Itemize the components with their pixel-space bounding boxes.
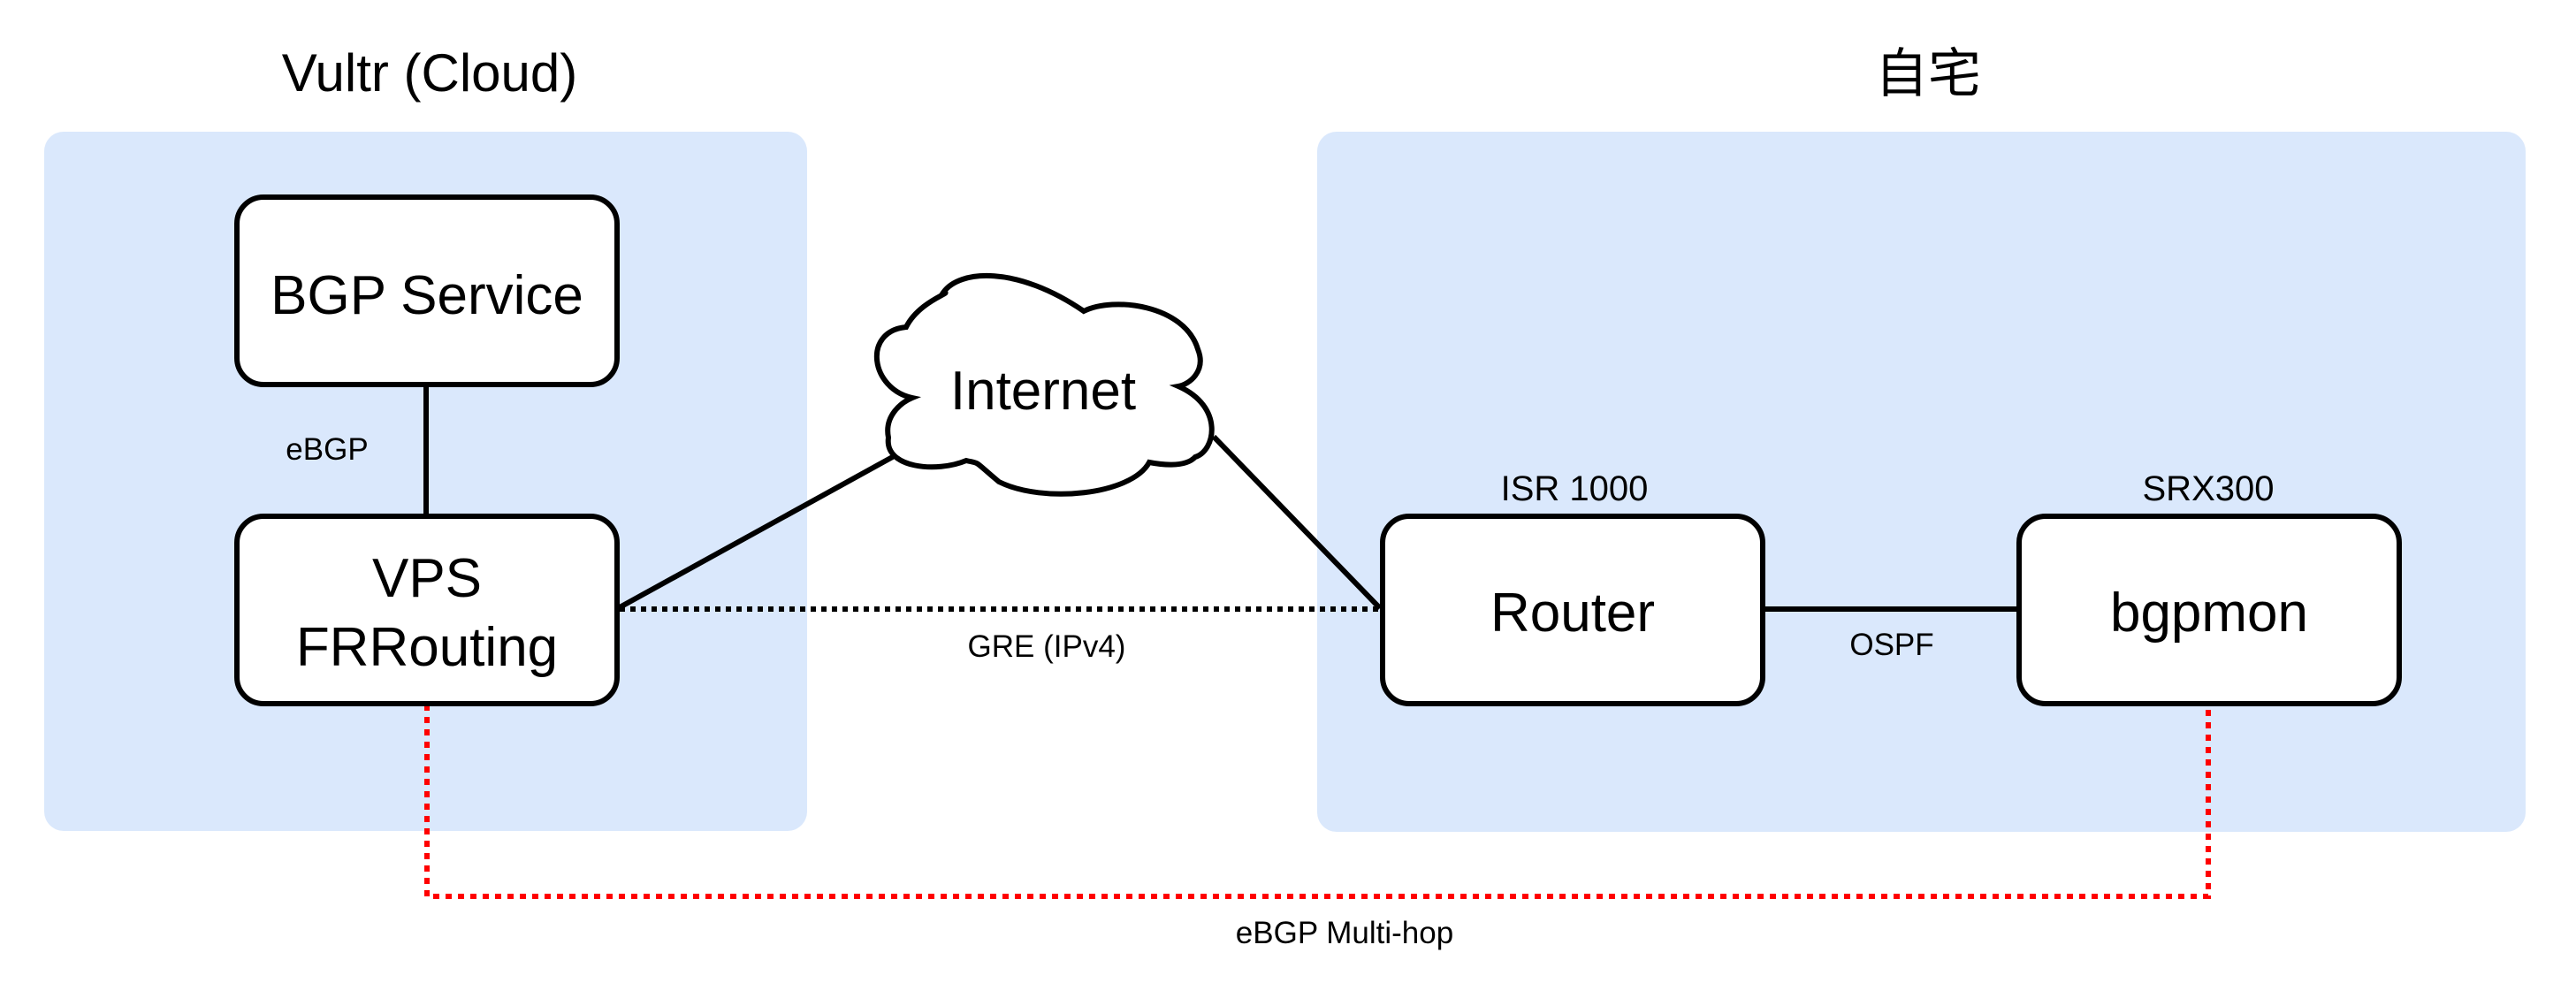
edge-gre-label: GRE (IPv4) (968, 629, 1126, 664)
node-vps-box[interactable] (234, 514, 620, 706)
node-bgpmon[interactable]: SRX300 bgpmon (2016, 469, 2402, 706)
edge-ebgp-multihop-label: eBGP Multi-hop (1236, 916, 1453, 950)
node-router[interactable]: ISR 1000 Router (1380, 469, 1765, 706)
zone-home-title: 自宅 (1875, 44, 1981, 103)
node-router-box[interactable] (1380, 514, 1765, 706)
node-internet-cloud-shape[interactable] (873, 272, 1215, 497)
edge-vps-internet (618, 452, 899, 610)
node-internet[interactable]: Internet (873, 272, 1215, 497)
edge-ebgp-label: eBGP (286, 432, 368, 467)
node-router-caption: ISR 1000 (1501, 469, 1649, 508)
edge-ebgp-multihop (424, 705, 2211, 899)
node-vps-label-line1: VPS (372, 548, 482, 609)
node-bgp-service-box[interactable] (234, 194, 620, 387)
node-bgp-service-label: BGP Service (271, 265, 583, 326)
edge-ospf-label: OSPF (1849, 628, 1933, 662)
zone-cloud-title: Vultr (Cloud) (282, 43, 578, 103)
zone-home-background (1317, 132, 2526, 832)
node-bgpmon-caption: SRX300 (2143, 469, 2275, 508)
node-router-label: Router (1490, 583, 1655, 644)
node-bgpmon-label: bgpmon (2110, 583, 2308, 644)
zone-home: 自宅 (1317, 44, 2526, 832)
node-bgp-service[interactable]: BGP Service (234, 194, 620, 387)
node-bgpmon-box[interactable] (2016, 514, 2402, 706)
edge-internet-router (1211, 434, 1383, 611)
node-internet-label: Internet (950, 361, 1136, 422)
node-vps-label-line2: FRRouting (296, 617, 558, 678)
node-vps[interactable]: VPS FRRouting (234, 514, 620, 706)
